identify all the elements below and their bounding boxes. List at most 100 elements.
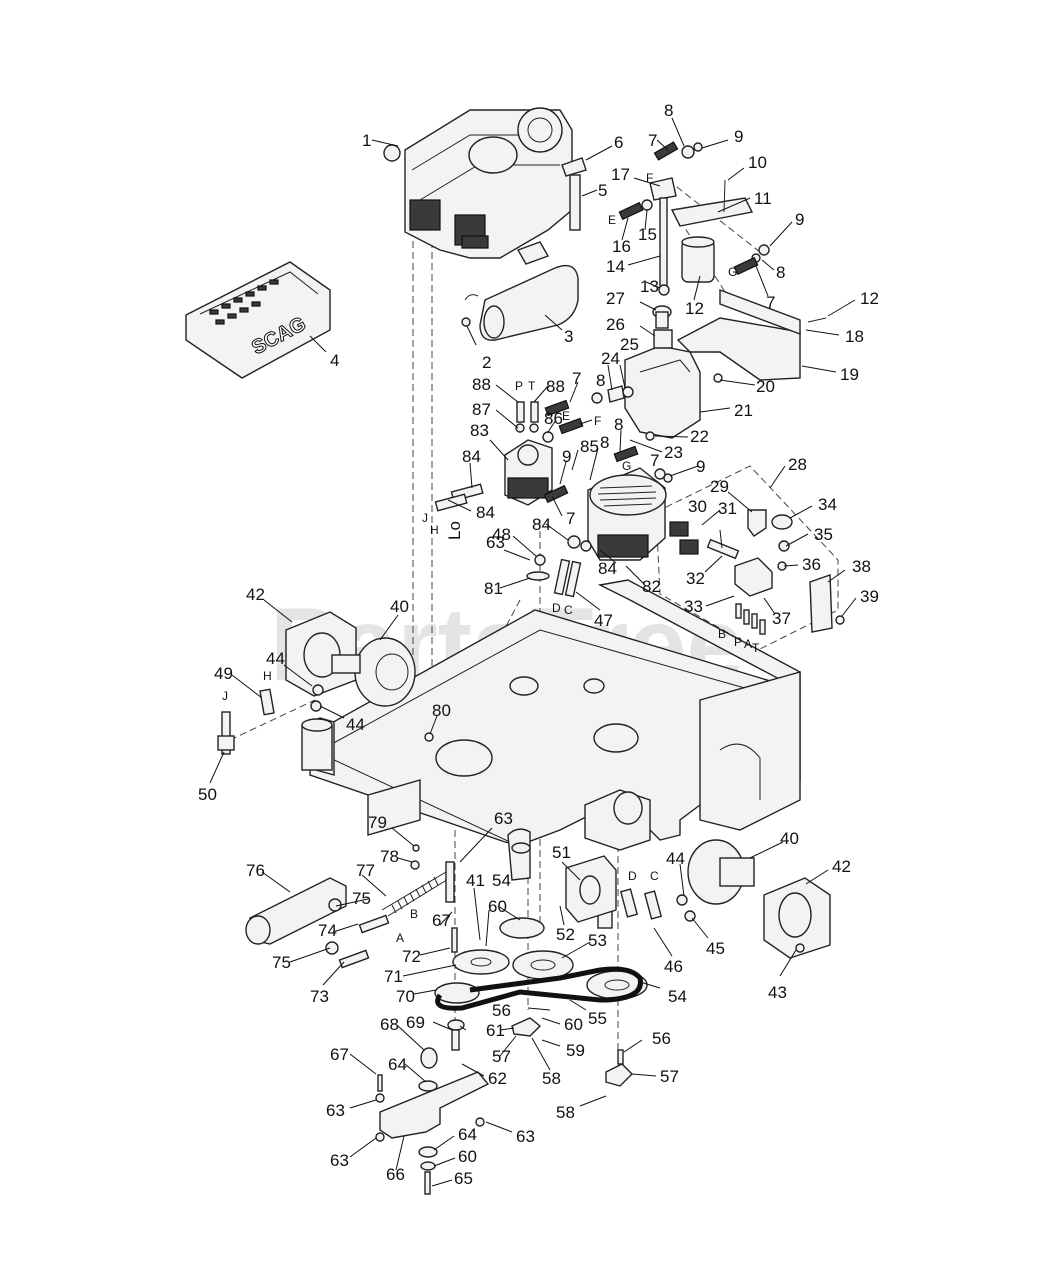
port-a-valve: A [744, 637, 752, 651]
port-j-left: J [222, 689, 228, 703]
callout-27: 27 [606, 289, 625, 308]
callout-71: 71 [384, 967, 403, 986]
callout-34: 34 [818, 495, 837, 514]
callout-7e: 7 [566, 509, 575, 528]
callout-4: 4 [330, 351, 339, 370]
callout-8c: 8 [596, 371, 605, 390]
port-e-top: E [608, 213, 616, 227]
callout-7c: 7 [572, 369, 581, 388]
port-f-mid: F [594, 414, 601, 428]
port-c-right: C [650, 869, 659, 883]
callout-56a: 56 [492, 1001, 511, 1020]
callout-64a: 64 [388, 1055, 407, 1074]
callout-17: 17 [611, 165, 630, 184]
callout-13: 13 [640, 277, 659, 296]
callout-2: 2 [482, 353, 491, 372]
callout-15: 15 [638, 225, 657, 244]
callout-21: 21 [734, 401, 753, 420]
callout-51: 51 [552, 843, 571, 862]
callout-61: 61 [486, 1021, 505, 1040]
callout-19: 19 [840, 365, 859, 384]
callout-8d: 8 [614, 415, 623, 434]
callout-18: 18 [845, 327, 864, 346]
callout-23: 23 [664, 443, 683, 462]
hydraulic-filter-assembly [618, 141, 827, 383]
callout-7a: 7 [648, 131, 657, 150]
callout-63e: 63 [516, 1127, 535, 1146]
callout-25: 25 [620, 335, 639, 354]
callout-63b: 63 [494, 809, 513, 828]
callout-26: 26 [606, 315, 625, 334]
callout-60c: 60 [458, 1147, 477, 1166]
callout-31: 31 [718, 499, 737, 518]
callout-79: 79 [368, 813, 387, 832]
callout-62: 62 [488, 1069, 507, 1088]
port-e-mid: E [562, 409, 570, 423]
callout-86: 86 [544, 409, 563, 428]
callout-63a: 63 [486, 533, 505, 552]
callout-47: 47 [594, 611, 613, 630]
callout-53: 53 [588, 931, 607, 950]
callout-46: 46 [664, 957, 683, 976]
callout-45: 45 [706, 939, 725, 958]
callout-12a: 12 [685, 299, 704, 318]
callout-83: 83 [470, 421, 489, 440]
callout-81: 81 [484, 579, 503, 598]
port-t: T [528, 379, 536, 393]
callout-48: 48 [492, 525, 511, 544]
callout-22: 22 [690, 427, 709, 446]
port-d-right: D [628, 869, 637, 883]
callout-10: 10 [748, 153, 767, 172]
callout-82: 82 [642, 577, 661, 596]
callout-78: 78 [380, 847, 399, 866]
idler-arm [375, 1047, 490, 1195]
hydrostatic-pump [567, 445, 673, 561]
callout-9d: 9 [562, 447, 571, 466]
port-g-mid: G [622, 459, 631, 473]
port-t-valve: T [752, 641, 760, 655]
callout-88a: 88 [472, 375, 491, 394]
callout-69: 69 [406, 1013, 425, 1032]
callout-76: 76 [246, 861, 265, 880]
lift-cylinder [245, 844, 458, 969]
callout-60a: 60 [488, 897, 507, 916]
engine [383, 107, 573, 259]
callout-59: 59 [566, 1041, 585, 1060]
callout-66: 66 [386, 1165, 405, 1184]
callout-29: 29 [710, 477, 729, 496]
callout-37: 37 [772, 609, 791, 628]
callout-41: 41 [466, 871, 485, 890]
callout-65: 65 [454, 1169, 473, 1188]
hydraulic-tank [607, 305, 701, 441]
callout-20: 20 [756, 377, 775, 396]
callout-12b: 12 [860, 289, 879, 308]
callout-67a: 67 [330, 1045, 349, 1064]
callout-33: 33 [684, 597, 703, 616]
callout-60b: 60 [564, 1015, 583, 1034]
callout-11: 11 [754, 189, 772, 208]
callout-40a: 40 [390, 597, 409, 616]
callout-87: 87 [472, 400, 491, 419]
callout-84b: 84 [476, 503, 495, 522]
leader-lines [209, 117, 857, 1187]
callout-9a: 9 [734, 127, 743, 146]
callout-44b: 44 [346, 715, 365, 734]
callout-24: 24 [601, 349, 620, 368]
callout-72: 72 [402, 947, 421, 966]
callout-5: 5 [598, 181, 607, 200]
hydraulic-hoses-center [526, 554, 582, 598]
callout-8a: 8 [664, 101, 673, 120]
callout-57b: 57 [660, 1067, 679, 1086]
callout-35: 35 [814, 525, 833, 544]
callout-8b: 8 [776, 263, 785, 282]
port-letters: F E G P T E F G J H Lo D C B P A T H J B… [222, 171, 760, 945]
callout-84a: 84 [462, 447, 481, 466]
scag-cover: SCAG [185, 261, 331, 379]
callout-74: 74 [318, 921, 337, 940]
pulley-belt-drive [434, 917, 648, 1087]
callout-49: 49 [214, 664, 233, 683]
port-h: H [430, 523, 439, 537]
port-j: J [422, 511, 428, 525]
callout-84c: 84 [532, 515, 551, 534]
callout-64b: 64 [458, 1125, 477, 1144]
